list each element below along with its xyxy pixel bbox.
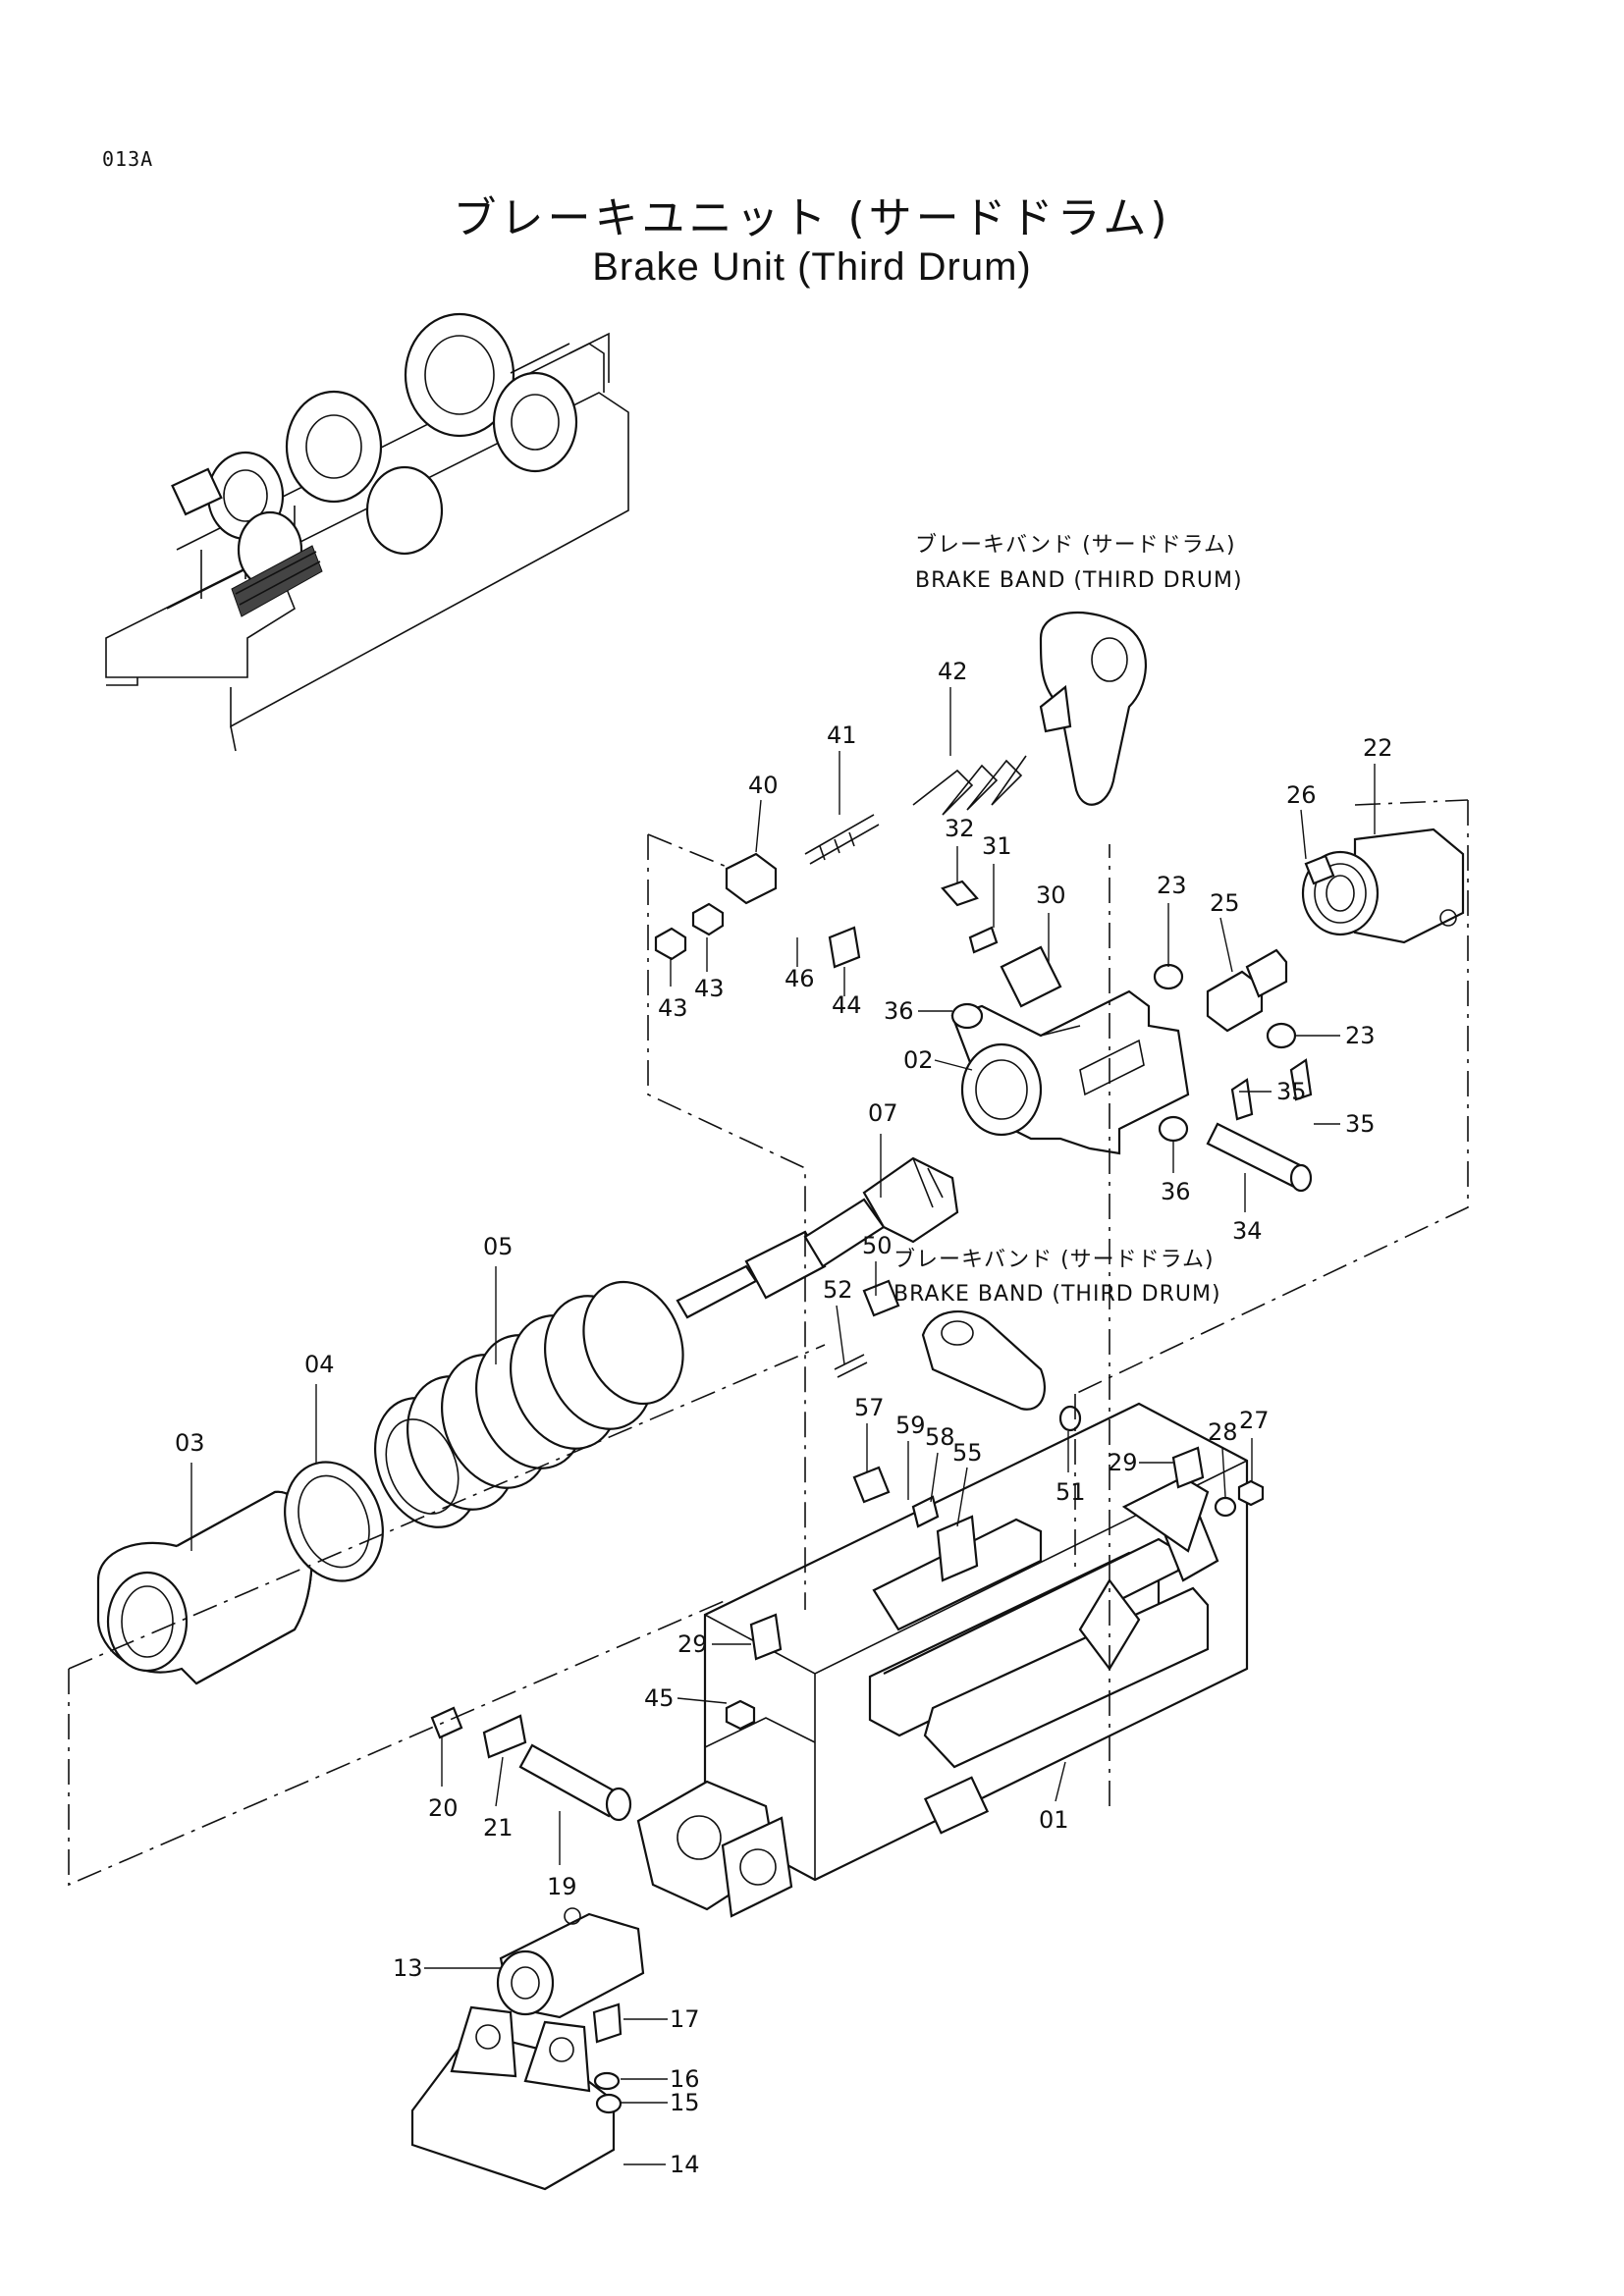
part-label-55: 55 — [952, 1439, 983, 1467]
part-label-29b: 29 — [677, 1630, 708, 1658]
part-label-43a: 43 — [658, 994, 688, 1022]
page-code: 013A — [102, 147, 154, 171]
part-label-42: 42 — [938, 658, 968, 685]
part-label-17: 17 — [670, 2005, 700, 2033]
overview-machine-sketch — [105, 312, 629, 752]
part-label-35b: 35 — [1345, 1110, 1376, 1138]
part-label-36b: 36 — [1161, 1178, 1191, 1205]
page-title-english: Brake Unit (Third Drum) — [592, 245, 1032, 289]
part-label-23b: 23 — [1345, 1022, 1376, 1049]
part-brake-cylinder — [1206, 828, 1465, 1033]
part-label-27: 27 — [1239, 1407, 1270, 1434]
part-coil-spring — [374, 1280, 684, 1528]
part-label-15: 15 — [670, 2089, 700, 2116]
part-band-lever-mid — [921, 1310, 1046, 1411]
part-band-lever-top — [1039, 611, 1148, 806]
part-label-13: 13 — [393, 1954, 423, 1982]
part-small-hardware — [430, 852, 1335, 2114]
part-label-16: 16 — [670, 2065, 700, 2093]
callout-top-japanese: ブレーキバンド (サードドラム) — [915, 533, 1236, 558]
part-label-23a: 23 — [1157, 872, 1187, 899]
part-label-51: 51 — [1056, 1478, 1086, 1506]
part-bracket — [950, 989, 1190, 1155]
part-label-26: 26 — [1286, 781, 1317, 809]
part-label-59: 59 — [895, 1412, 926, 1439]
part-label-32: 32 — [945, 815, 975, 842]
part-number-labels: 01 02 03 04 05 07 13 14 15 16 17 19 20 2… — [175, 658, 1393, 2178]
callout-brake-band-top: ブレーキバンド (サードドラム) BRAKE BAND (THIRD DRUM) — [915, 533, 1243, 593]
part-sleeve — [96, 1490, 313, 1685]
part-foot-bracket — [410, 2005, 616, 2191]
part-label-40: 40 — [748, 772, 779, 799]
part-label-21: 21 — [483, 1814, 514, 1842]
callout-brake-band-mid: ブレーキバンド (サードドラム) BRAKE BAND (THIRD DRUM) — [893, 1248, 1221, 1307]
part-label-14: 14 — [670, 2151, 700, 2178]
part-label-19: 19 — [547, 1873, 577, 1900]
part-label-45: 45 — [644, 1684, 675, 1712]
callout-mid-japanese: ブレーキバンド (サードドラム) — [893, 1248, 1215, 1272]
part-label-29a: 29 — [1108, 1449, 1138, 1476]
part-label-36a: 36 — [884, 997, 914, 1025]
part-label-57: 57 — [854, 1394, 885, 1421]
part-label-30: 30 — [1036, 881, 1066, 909]
part-label-46: 46 — [785, 965, 815, 992]
page-title-japanese: ブレーキユニット (サードドラム) — [453, 193, 1171, 243]
part-label-41: 41 — [827, 721, 857, 749]
callout-mid-english: BRAKE BAND (THIRD DRUM) — [893, 1282, 1221, 1307]
part-label-52: 52 — [823, 1276, 853, 1304]
assembly-guide-lines — [68, 799, 1469, 1887]
part-label-35a: 35 — [1276, 1078, 1307, 1105]
part-ring — [284, 1461, 384, 1582]
part-label-02: 02 — [903, 1046, 934, 1074]
part-label-44: 44 — [832, 991, 862, 1019]
part-label-20: 20 — [428, 1794, 459, 1822]
part-pins — [518, 1122, 1313, 1822]
part-label-22: 22 — [1363, 734, 1393, 762]
part-label-58: 58 — [925, 1423, 955, 1451]
part-label-50: 50 — [862, 1232, 893, 1259]
callout-top-english: BRAKE BAND (THIRD DRUM) — [915, 568, 1243, 593]
part-label-28: 28 — [1208, 1418, 1238, 1446]
part-frame — [636, 1402, 1249, 1918]
part-label-25: 25 — [1210, 889, 1240, 917]
part-label-43b: 43 — [694, 975, 725, 1002]
part-label-03: 03 — [175, 1429, 205, 1457]
part-label-01: 01 — [1039, 1806, 1069, 1834]
part-small-springs — [804, 755, 1027, 865]
part-label-34: 34 — [1232, 1217, 1263, 1245]
part-label-07: 07 — [868, 1099, 898, 1127]
part-label-05: 05 — [483, 1233, 514, 1260]
part-label-31: 31 — [982, 832, 1012, 860]
part-clevis — [496, 1907, 645, 2019]
part-label-04: 04 — [304, 1351, 335, 1378]
